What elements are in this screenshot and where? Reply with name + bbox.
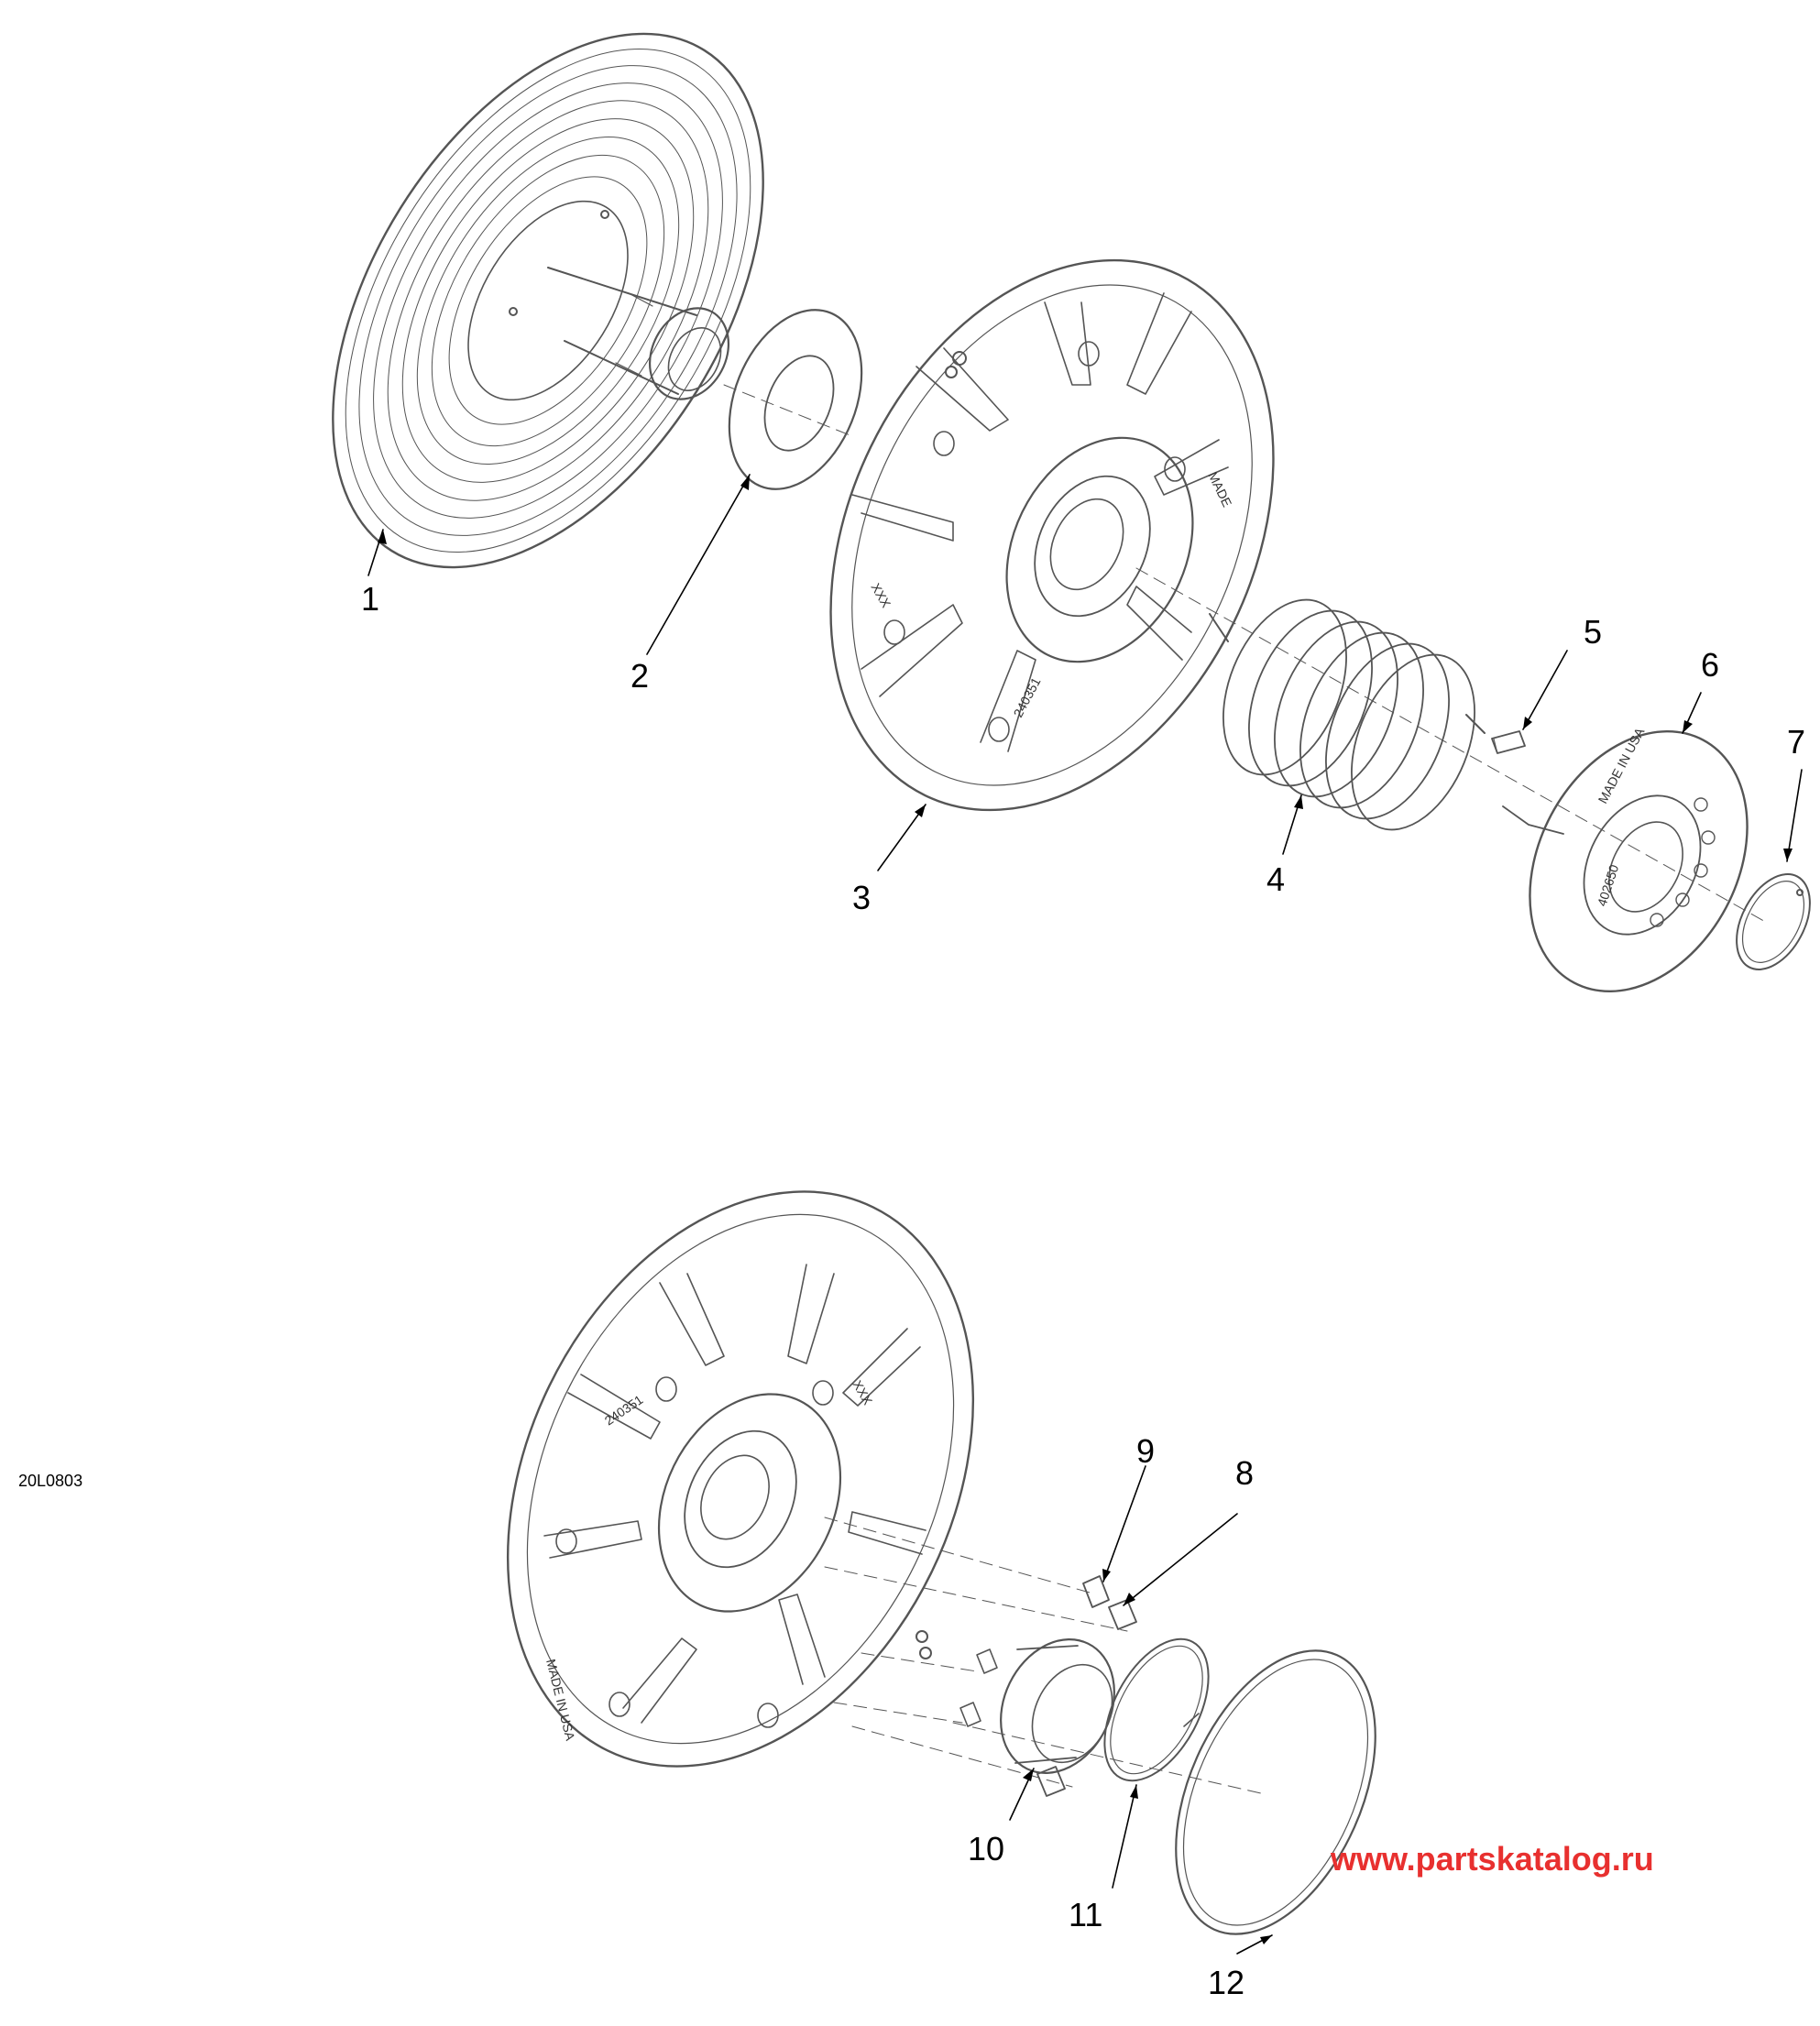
leader-11 <box>1112 1784 1137 1889</box>
leader-7 <box>1786 769 1803 862</box>
leader-9 <box>1102 1465 1146 1582</box>
callout-3[interactable]: 3 <box>852 879 871 916</box>
part-2-washer[interactable] <box>705 290 887 509</box>
figure-code: 20L0803 <box>18 1472 83 1490</box>
callout-11[interactable]: 11 <box>1069 1896 1102 1933</box>
part-9-slider-button[interactable] <box>959 1575 1110 1727</box>
cam-xxx-mark: XXX <box>868 581 894 611</box>
cover-part-number-mark: 402650 <box>1595 862 1622 908</box>
lower-cam-assembly: 240351 XXX MADE IN USA <box>507 1190 974 1768</box>
callout-10[interactable]: 10 <box>968 1830 1004 1867</box>
callout-1[interactable]: 1 <box>361 580 379 618</box>
part-1-fixed-sheave[interactable] <box>244 0 852 643</box>
part-6-cam-cover[interactable]: MADE IN USA 402650 <box>1486 694 1791 1029</box>
part-11-snap-ring[interactable] <box>1083 1622 1230 1798</box>
cover-made-mark: MADE IN USA <box>1595 725 1648 805</box>
callout-6[interactable]: 6 <box>1701 646 1719 684</box>
cam-made-mark: MADE <box>1205 469 1234 509</box>
lower-assembly-lines <box>824 1517 1266 1795</box>
part-7-retaining-ring[interactable] <box>1722 862 1820 982</box>
leader-lines <box>367 474 1803 1955</box>
leader-arrowheads <box>378 475 1793 1944</box>
leader-5 <box>1522 650 1568 730</box>
callout-2[interactable]: 2 <box>630 657 649 695</box>
lower-cam-xxx-mark: XXX <box>850 1378 875 1408</box>
watermark[interactable]: www.partskatalog.ru <box>1331 1840 1654 1878</box>
callout-7[interactable]: 7 <box>1787 723 1805 761</box>
part-4-spring[interactable] <box>1200 582 1498 848</box>
part-8-slider-shoe[interactable] <box>1036 1599 1137 1797</box>
leader-8 <box>1123 1513 1238 1606</box>
callout-5[interactable]: 5 <box>1584 613 1602 651</box>
part-5-slider-shoe[interactable] <box>1491 730 1526 754</box>
upper-assembly-axis <box>1135 567 1770 925</box>
callout-12[interactable]: 12 <box>1208 1964 1244 2001</box>
callout-8[interactable]: 8 <box>1235 1454 1254 1492</box>
part-12-ring[interactable] <box>1135 1620 1415 1965</box>
leader-3 <box>877 804 926 871</box>
callout-9[interactable]: 9 <box>1136 1432 1155 1470</box>
cam-part-number-mark: 240351 <box>1011 674 1044 719</box>
callout-4[interactable]: 4 <box>1266 860 1285 898</box>
leader-2 <box>646 474 751 655</box>
